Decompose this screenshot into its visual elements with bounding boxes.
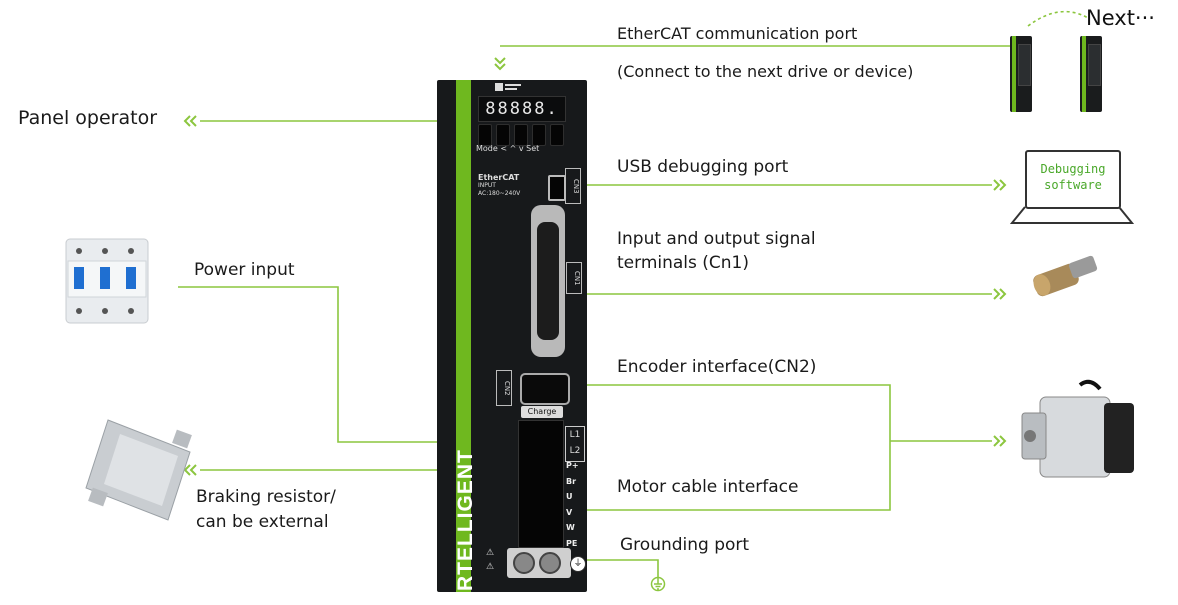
key-labels: Mode < ^ v Set	[476, 144, 540, 153]
next-drive-image	[1010, 36, 1032, 112]
drive-ethercat-text: EtherCAT	[478, 173, 520, 182]
double-chevron-left-icon	[183, 115, 197, 127]
power-input-label: Power input	[194, 260, 295, 280]
ethercat-label-line2: (Connect to the next drive or device)	[617, 62, 914, 81]
drive-ac-text: AC:180~240V	[478, 190, 521, 197]
vertical-brand-text: RTELLIGENT	[454, 449, 477, 591]
io-terminals-label-line2: terminals (Cn1)	[617, 253, 749, 273]
laptop-image	[1025, 150, 1121, 209]
cn1-connector-inner	[537, 222, 559, 340]
usb-port-label: USB debugging port	[617, 157, 789, 177]
terminal-label: U	[566, 492, 573, 501]
cn1-label: CN1	[566, 262, 582, 294]
panel-keys	[478, 124, 564, 146]
mode-key[interactable]	[478, 124, 492, 146]
warning-icon: ⚠	[486, 562, 495, 572]
brand-text: RTELLIGENT	[454, 449, 477, 591]
cn2-encoder-connector	[520, 373, 570, 405]
double-chevron-right-icon	[993, 179, 1007, 191]
down-key[interactable]	[532, 124, 546, 146]
led-display: 88888.	[478, 96, 566, 122]
encoder-interface-label: Encoder interface(CN2)	[617, 357, 817, 377]
double-chevron-down-icon	[494, 57, 506, 71]
cn3-label: CN3	[565, 168, 581, 204]
screw-icon	[513, 552, 535, 574]
warning-icons: ⚠ ⚠	[486, 546, 494, 574]
circuit-breaker-image	[65, 238, 149, 324]
drive-spec-text: EtherCAT INPUT AC:180~240V	[478, 174, 520, 198]
usb-port	[548, 175, 566, 201]
braking-resistor-image	[85, 419, 192, 521]
ground-symbol-icon: ⏚	[570, 556, 586, 572]
braking-resistor-label-line1: Braking resistor/	[196, 487, 336, 507]
terminal-label: V	[566, 507, 573, 517]
l1-l2-labels: L1 L2	[565, 426, 585, 462]
laptop-text-line2: software	[1044, 178, 1102, 192]
terminal-label: P+	[566, 461, 579, 470]
grounding-port-label: Grounding port	[620, 535, 750, 555]
terminal-labels: P+ Br U V W PE	[566, 458, 579, 551]
motor-cable-label: Motor cable interface	[617, 477, 799, 497]
ethercat-label-line1: EtherCAT communication port	[617, 24, 858, 43]
set-key[interactable]	[550, 124, 564, 146]
double-chevron-right-icon	[993, 435, 1007, 447]
laptop-text-line1: Debugging	[1040, 162, 1106, 176]
io-terminals-label-line1: Input and output signal	[617, 229, 816, 249]
terminal-label: W	[566, 523, 575, 532]
servo-motor-image	[1021, 379, 1134, 478]
drive-input-text: INPUT	[478, 182, 496, 189]
double-chevron-left-icon	[183, 464, 197, 476]
laptop-screen-text: Debugging software	[1025, 161, 1121, 193]
next-drive-image	[1080, 36, 1102, 112]
brand-logo	[495, 82, 521, 94]
cn2-label: CN2	[496, 370, 512, 406]
screw-icon	[539, 552, 561, 574]
double-chevron-right-icon	[993, 288, 1007, 300]
terminal-label: Br	[566, 476, 577, 486]
terminal-block	[518, 420, 564, 548]
up-key[interactable]	[514, 124, 528, 146]
laptop-base-icon	[1010, 206, 1134, 224]
next-label: Next···	[1086, 6, 1155, 30]
l2-label: L2	[569, 446, 581, 456]
panel-operator-label: Panel operator	[18, 107, 158, 129]
left-key[interactable]	[496, 124, 510, 146]
l1-label: L1	[569, 430, 581, 440]
ground-icon	[650, 576, 666, 592]
braking-resistor-label-line2: can be external	[196, 512, 329, 532]
charge-label: Charge	[521, 406, 563, 418]
terminal-label: PE	[566, 538, 578, 548]
proximity-sensor-image	[1033, 255, 1098, 297]
logo-icon	[495, 83, 521, 91]
warning-icon: ⚠	[486, 548, 495, 558]
